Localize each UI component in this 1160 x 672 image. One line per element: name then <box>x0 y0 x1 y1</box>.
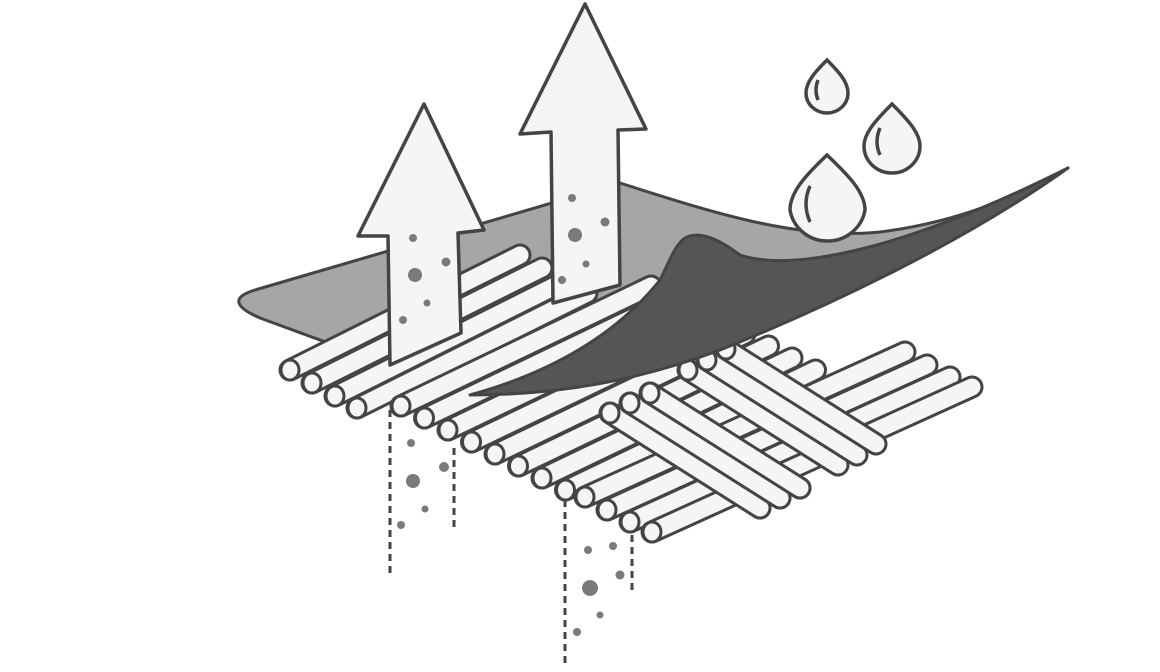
water-drop-icon <box>862 101 922 175</box>
fiber-tube <box>573 340 917 509</box>
fiber-tube <box>595 353 939 522</box>
arrow-up-icon <box>518 2 648 305</box>
vapor-dots <box>397 439 625 636</box>
vapor-dashed-lines <box>388 410 634 668</box>
arrow-up-icon <box>356 102 486 367</box>
fiber-tube <box>389 274 663 418</box>
fiber-tube <box>638 381 812 500</box>
fiber-tube <box>618 365 962 534</box>
membrane-peeled-corner <box>468 166 1070 397</box>
water-drop-icon <box>804 57 850 115</box>
water-drop-icon <box>788 152 867 243</box>
fiber-tube <box>676 358 850 477</box>
fiber-tube <box>618 391 792 510</box>
fiber-tube <box>598 401 772 520</box>
fiber-tube <box>345 281 599 420</box>
